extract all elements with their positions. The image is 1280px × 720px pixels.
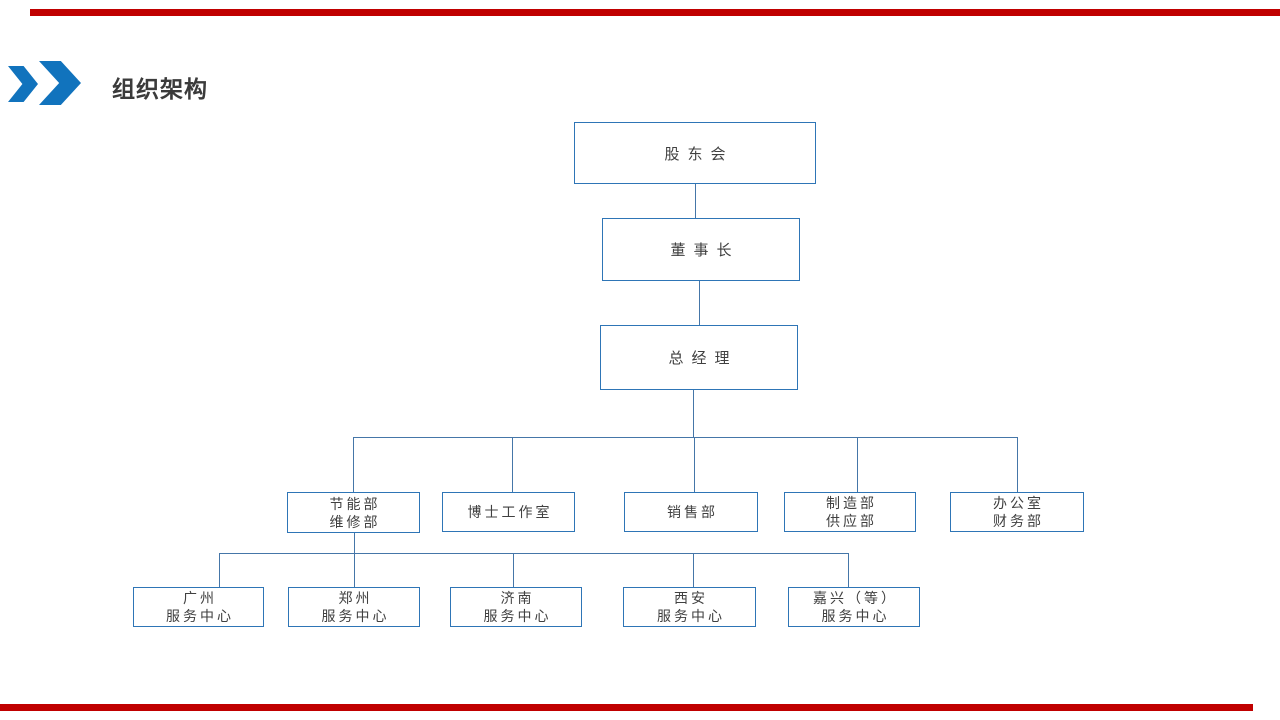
- org-node-label: 办公室: [993, 495, 1044, 511]
- org-node-jiaxing: 嘉兴（等） 服务中心: [788, 587, 920, 627]
- org-node-label: 郑州: [338, 590, 373, 606]
- org-node-chairman: 董事长: [602, 218, 800, 281]
- org-node-general-manager: 总经理: [600, 325, 798, 390]
- bottom-accent-bar: [0, 704, 1253, 711]
- org-node-label: 广州: [183, 590, 217, 606]
- org-node-guangzhou: 广州服务中心: [133, 587, 264, 627]
- org-node-label: 嘉兴（等）: [813, 590, 898, 606]
- org-connector: [354, 553, 355, 587]
- org-node-label: 博士工作室: [467, 504, 553, 520]
- org-node-label: 董事长: [670, 242, 740, 259]
- org-node-label: 供应部: [826, 513, 877, 529]
- org-connector: [857, 437, 858, 492]
- org-node-label: 制造部: [826, 495, 877, 511]
- page-title: 组织架构: [112, 76, 208, 102]
- org-connector: [353, 437, 354, 492]
- org-node-label: 股东会: [664, 145, 734, 163]
- org-connector: [353, 437, 1018, 438]
- top-accent-bar: [30, 9, 1280, 16]
- org-node-energy-maintenance: 节能部维修部: [287, 492, 420, 533]
- org-connector: [693, 553, 694, 587]
- org-node-label: 服务中心: [166, 608, 234, 624]
- org-node-label: 服务中心: [483, 608, 552, 624]
- org-node-jinan: 济南服务中心: [450, 587, 582, 627]
- org-node-label: 服务中心: [821, 608, 890, 624]
- org-node-label: 济南: [500, 590, 535, 606]
- org-node-shareholders: 股东会: [574, 122, 816, 184]
- org-node-label: 维修部: [329, 513, 381, 530]
- org-node-label: 西安: [674, 590, 708, 606]
- org-connector: [513, 553, 514, 587]
- org-node-label: 销售部: [667, 504, 718, 520]
- org-node-label: 总经理: [668, 350, 738, 367]
- org-node-label: 服务中心: [321, 608, 390, 624]
- org-connector: [512, 437, 513, 492]
- org-connector: [693, 390, 694, 437]
- org-connector: [1017, 437, 1018, 492]
- org-connector: [219, 553, 220, 587]
- org-node-doctor-studio: 博士工作室: [442, 492, 575, 532]
- org-connector: [695, 184, 696, 218]
- org-connector: [848, 553, 849, 587]
- org-node-sales: 销售部: [624, 492, 758, 532]
- org-node-label: 节能部: [329, 495, 381, 512]
- org-connector: [354, 533, 355, 553]
- org-node-zhengzhou: 郑州服务中心: [288, 587, 420, 627]
- org-connector: [694, 437, 695, 492]
- org-node-office-finance: 办公室财务部: [950, 492, 1084, 532]
- org-connector: [219, 553, 849, 554]
- org-node-label: 服务中心: [657, 608, 725, 624]
- org-connector: [699, 281, 700, 325]
- org-node-label: 财务部: [993, 513, 1044, 529]
- org-node-manufacturing-supply: 制造部供应部: [784, 492, 916, 532]
- org-node-xian: 西安服务中心: [623, 587, 756, 627]
